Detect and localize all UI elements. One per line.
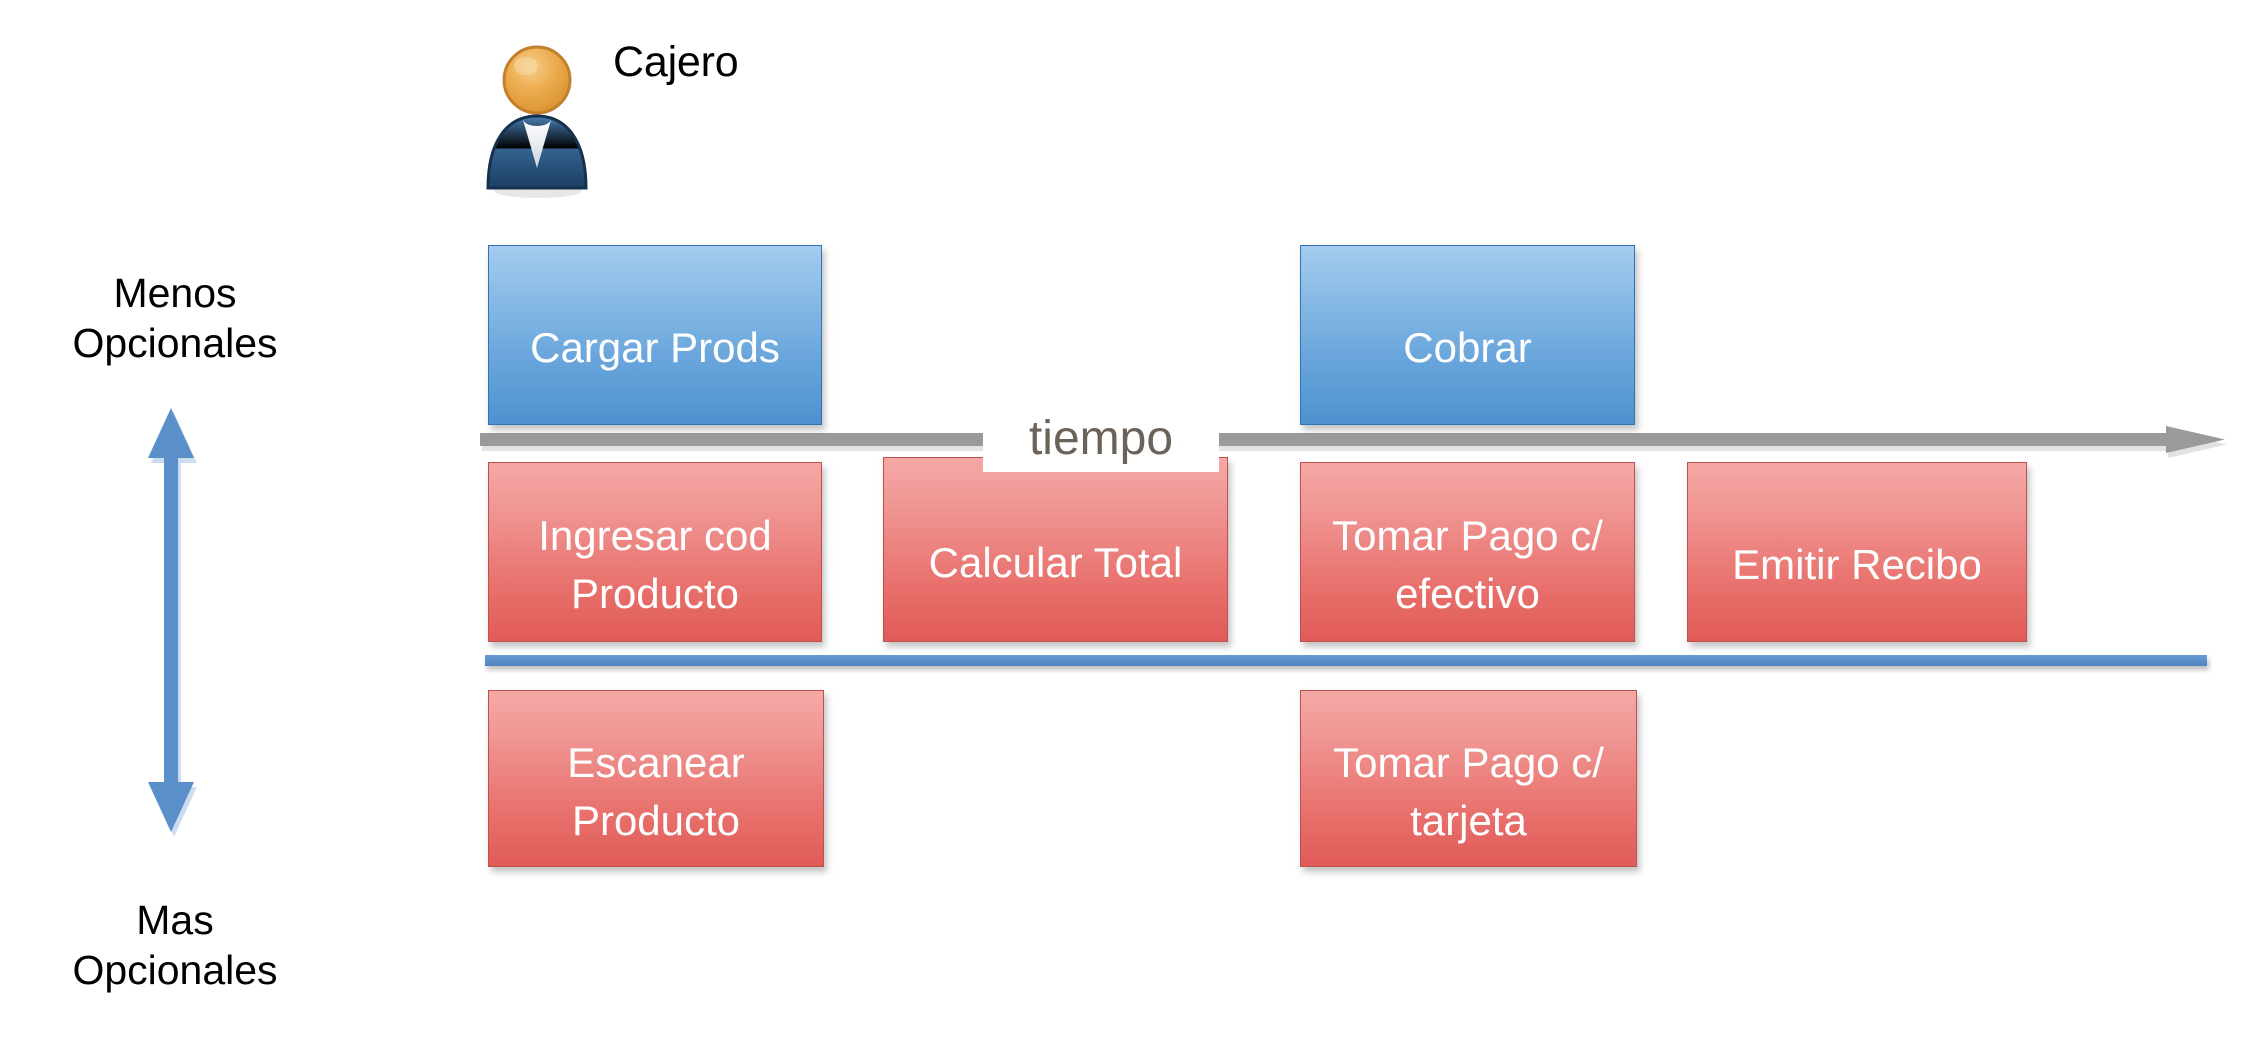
task-box-tomar-pago-tarjeta[interactable]: Tomar Pago c/ tarjeta [1300,690,1637,867]
task-box-label: Calcular Total [928,538,1183,586]
task-box-label: Emitir Recibo [1732,541,1982,588]
axis-label-menos-opcionales: Menos Opcionales [72,270,278,366]
task-box-cargar-prods[interactable]: Cargar Prods [488,245,822,425]
task-box-label: Cargar Prods [530,324,780,371]
task-box-emitir-recibo[interactable]: Emitir Recibo [1687,462,2027,642]
time-axis-label: tiempo [983,406,1219,472]
task-box-label: Ingresar cod Producto [538,512,772,617]
double-headed-vertical-arrow-icon [130,400,214,840]
task-box-escanear-producto[interactable]: Escanear Producto [488,690,824,867]
axis-label-mas-opcionales: Mas Opcionales [72,897,278,993]
person-actor-icon [478,28,596,198]
task-box-label: Tomar Pago c/ efectivo [1332,512,1603,617]
horizontal-blue-divider [485,655,2207,666]
task-box-tomar-pago-efectivo[interactable]: Tomar Pago c/ efectivo [1300,462,1635,642]
task-box-label: Tomar Pago c/ tarjeta [1333,738,1604,844]
task-box-calcular-total[interactable]: Calcular Total [883,457,1228,642]
time-axis-right-arrow-icon [480,418,2240,462]
actor-label: Cajero [613,38,739,86]
task-box-cobrar[interactable]: Cobrar [1300,245,1635,425]
task-box-label: Cobrar [1403,324,1532,371]
task-box-ingresar-cod-producto[interactable]: Ingresar cod Producto [488,462,822,642]
task-box-label: Escanear Producto [567,738,745,844]
